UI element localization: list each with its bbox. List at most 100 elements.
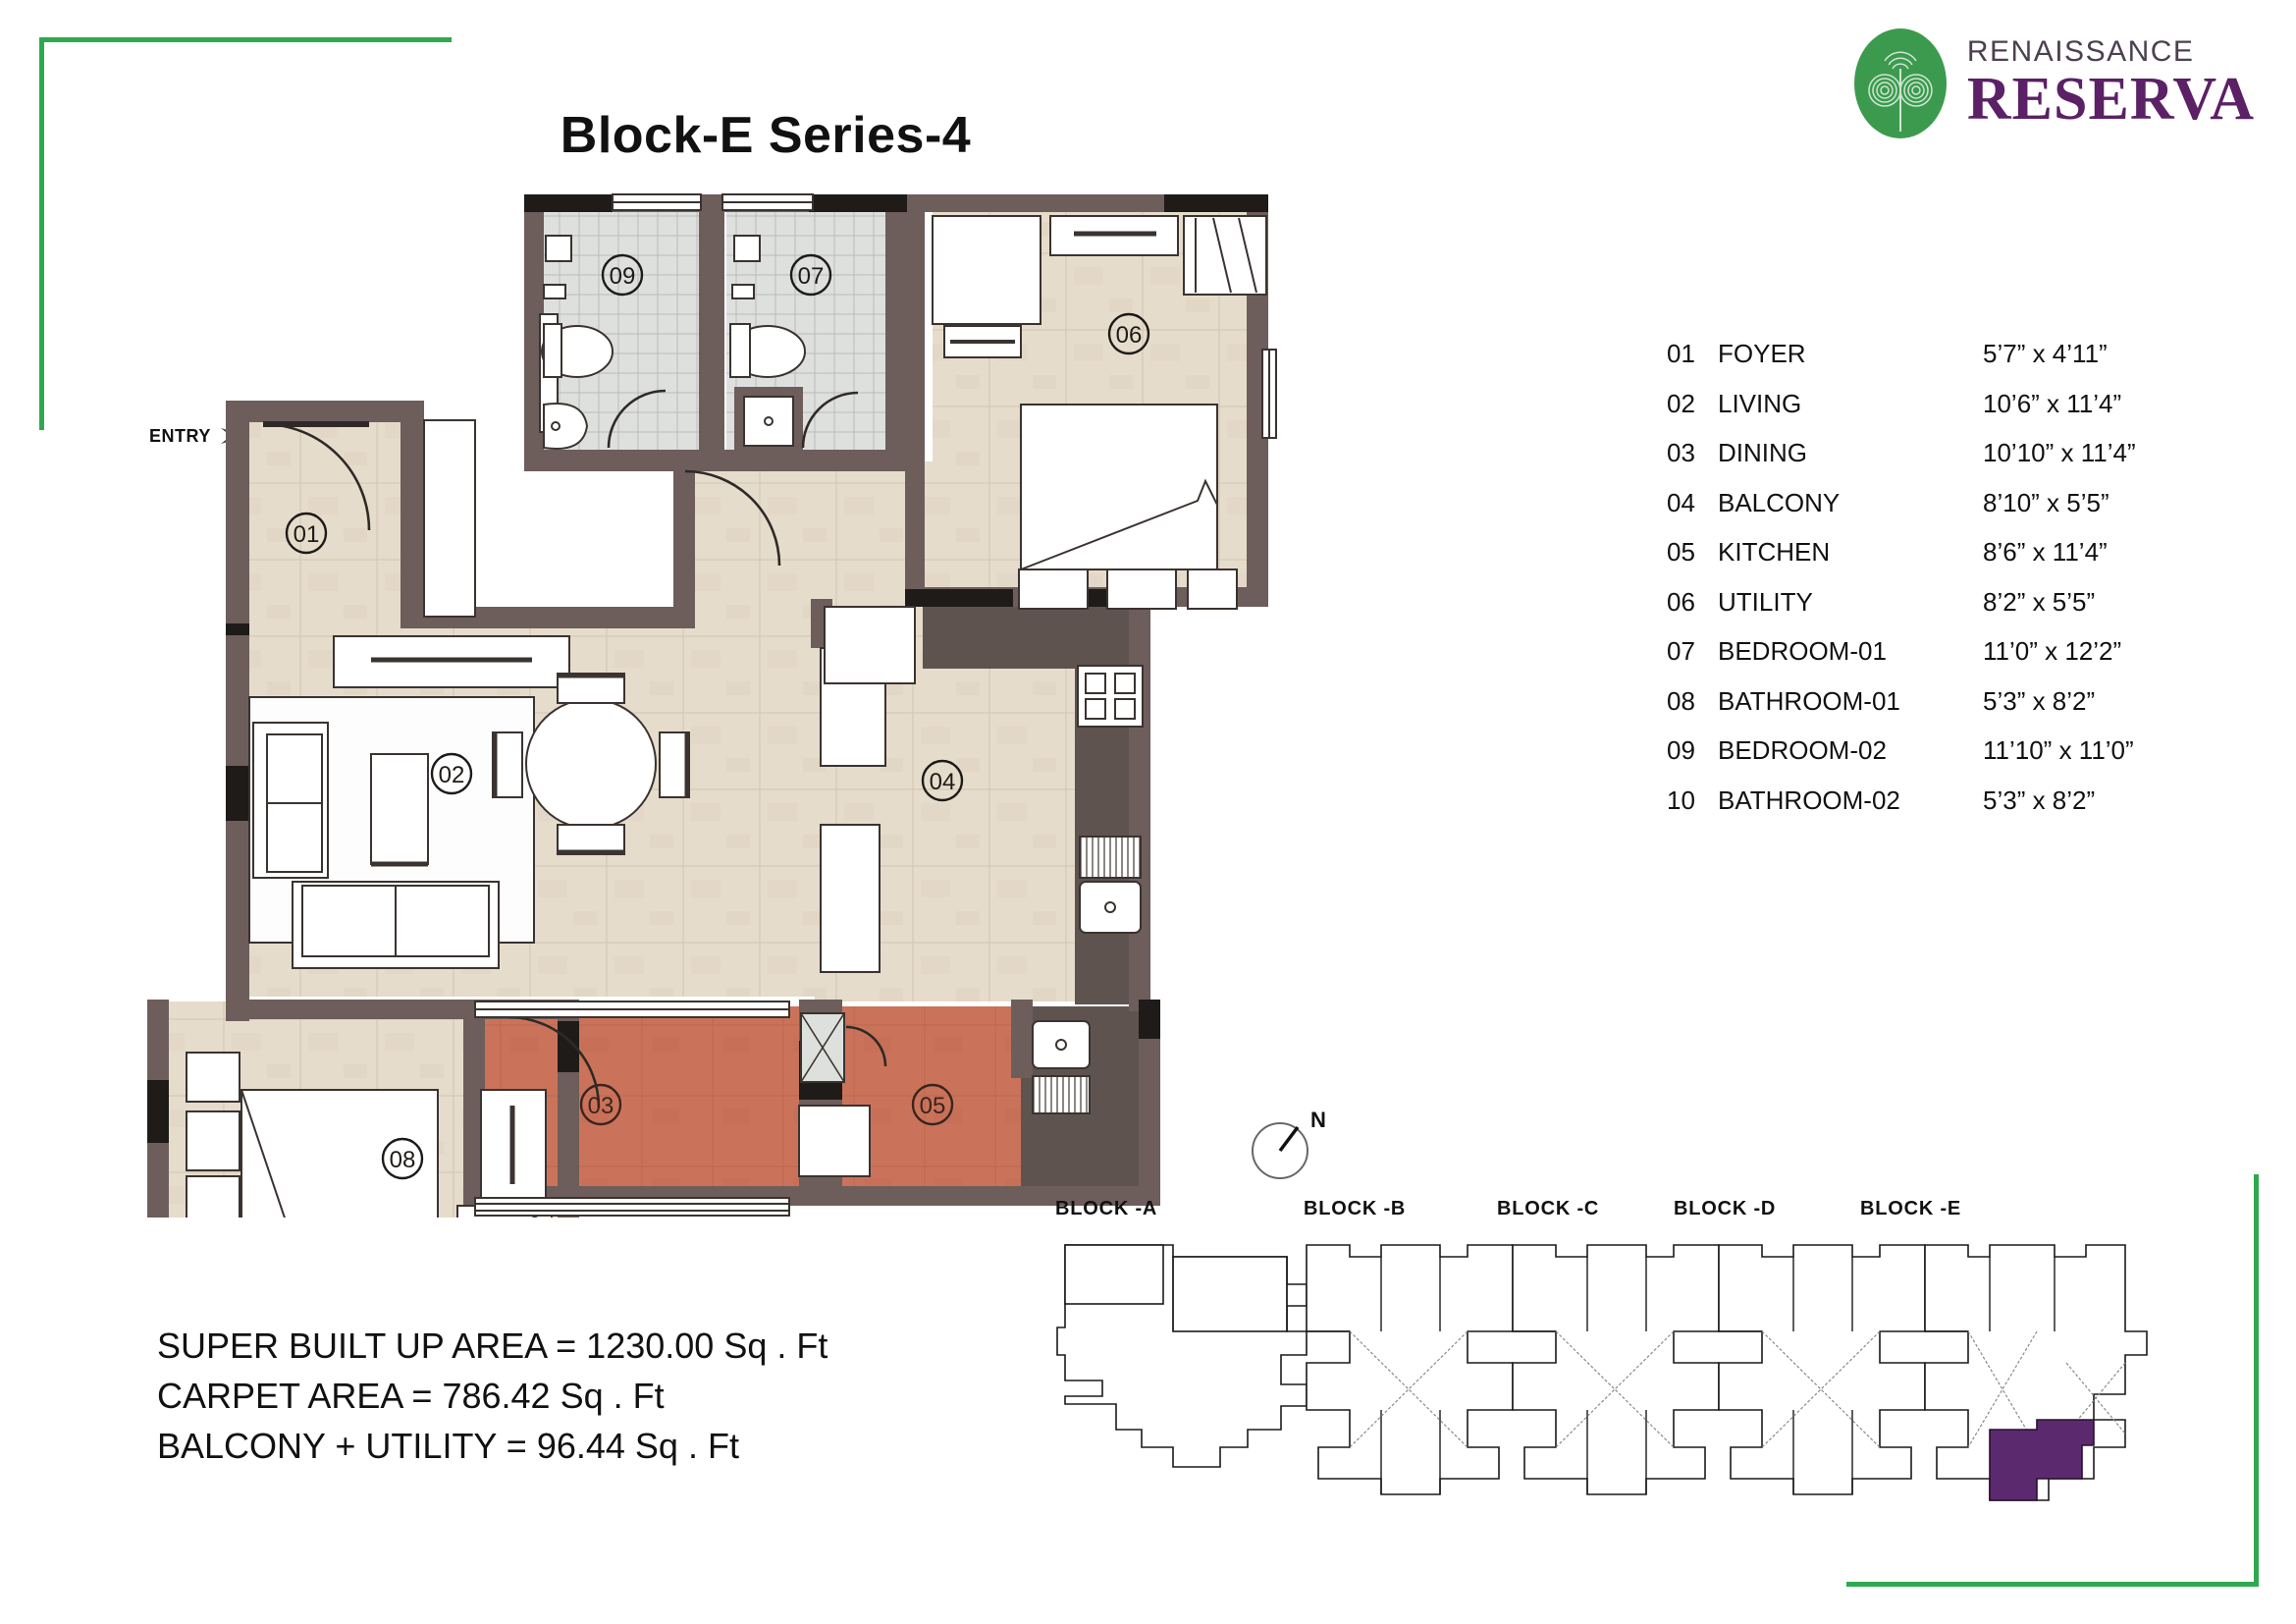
legend-row: 09 BEDROOM-02 11’10” x 11’0” [1667,735,2216,785]
legend-row: 03 DINING 10’10” x 11’4” [1667,438,2216,488]
brand-logo: RENAISSANCE RESERVA [1851,26,2255,141]
door-swings [262,389,887,1109]
sink-09 [543,403,589,450]
super-built-up-area: SUPER BUILT UP AREA = 1230.00 Sq . Ft [157,1326,828,1366]
legend-number: 10 [1667,785,1695,815]
legend-room-name: FOYER [1718,339,1806,368]
legend-room-name: KITCHEN [1718,537,1831,567]
brand-name-bottom: RESERVA [1966,66,2255,133]
legend-room-name: DINING [1718,438,1807,467]
north-arrow-icon: N [1252,1108,1326,1179]
balcony-utility-area: BALCONY + UTILITY = 96.44 Sq . Ft [157,1426,739,1467]
room-legend: 01 FOYER 5’7” x 4’11” 02 LIVING 10’6” x … [1667,339,2216,835]
legend-dimension: 5’3” x 8’2” [1983,785,2096,815]
area-summary: SUPER BUILT UP AREA = 1230.00 Sq . Ft CA… [157,1321,828,1471]
sink-kitchen [1079,881,1142,934]
room-marker-08: 08 [381,1137,424,1180]
room-marker-03: 03 [579,1083,622,1126]
room-marker-05: 05 [911,1083,954,1126]
wardrobe-06 [932,215,1041,325]
kitchen-fixtures [798,665,1144,1177]
block-label-a: BLOCK -A [1055,1198,1158,1219]
legend-row: 10 BATHROOM-02 5’3” x 8’2” [1667,785,2216,836]
legend-dimension: 5’7” x 4’11” [1983,339,2108,368]
room-marker-07: 07 [789,253,832,297]
north-label: N [1310,1108,1326,1132]
legend-room-name: BEDROOM-02 [1718,735,1887,765]
bracket-line-vertical [39,37,44,430]
entry-label: ENTRY [149,425,211,446]
room-marker-08-label: 08 [390,1147,416,1173]
floor-plan-drawing: 01 02 03 04 05 06 07 08 [147,177,1335,1218]
legend-number: 04 [1667,487,1695,517]
key-plan: BLOCK -A BLOCK -B BLOCK -C BLOCK -D BLOC… [1055,1196,2164,1510]
legend-row: 07 BEDROOM-01 11’0” x 12’2” [1667,636,2216,686]
legend-dimension: 10’6” x 11’4” [1983,388,2122,418]
legend-room-name: BATHROOM-02 [1718,785,1900,815]
bracket-line-vertical [2254,1174,2259,1587]
north-arrow: N [1249,1108,1333,1184]
legend-dimension: 5’3” x 8’2” [1983,685,2096,716]
room-marker-01-label: 01 [294,521,320,548]
legend-room-name: UTILITY [1718,586,1813,617]
furniture [186,215,1267,1218]
room-marker-02-label: 02 [439,762,465,788]
legend-number: 02 [1667,388,1695,418]
legend-dimension: 8’6” x 11’4” [1983,537,2108,567]
legend-room-name: BALCONY [1718,487,1841,517]
tree-logo-icon [1853,28,1947,138]
room-markers: 01 02 03 04 05 06 07 08 [285,253,1150,1180]
legend-number: 01 [1667,339,1695,368]
bathroom-fixtures [539,235,806,456]
room-marker-07-label: 07 [798,263,825,290]
room-marker-02: 02 [430,752,473,795]
legend-number: 03 [1667,438,1695,467]
block-label-e: BLOCK -E [1860,1198,1962,1219]
legend-row: 06 UTILITY 8’2” x 5’5” [1667,587,2216,637]
key-plan-block-labels: BLOCK -A BLOCK -B BLOCK -C BLOCK -D BLOC… [1055,1196,2164,1235]
legend-row: 02 LIVING 10’6” x 11’4” [1667,389,2216,439]
room-marker-09-label: 09 [610,263,636,290]
bracket-line-horizontal [1846,1582,2259,1587]
corner-bracket-bottom-right [1846,1174,2259,1587]
room-marker-09: 09 [601,253,644,297]
windows [474,193,1277,1217]
legend-room-name: LIVING [1718,388,1802,418]
legend-dimension: 11’0” x 12’2” [1983,636,2122,666]
legend-number: 07 [1667,636,1695,666]
legend-dimension: 10’10” x 11’4” [1983,438,2136,467]
legend-dimension: 11’10” x 11’0” [1983,735,2134,765]
room-marker-05-label: 05 [920,1093,946,1119]
room-marker-04: 04 [921,759,964,802]
room-marker-06: 06 [1107,312,1150,355]
key-plan-outline [1056,1244,2148,1501]
highlighted-unit [1989,1419,2095,1501]
legend-number: 09 [1667,735,1695,765]
legend-number: 05 [1667,537,1695,567]
block-label-d: BLOCK -D [1674,1198,1777,1219]
cooktop [1077,665,1144,728]
page-title: Block-E Series-4 [560,107,972,164]
corner-bracket-top-left [39,37,452,430]
legend-room-name: BATHROOM-01 [1718,685,1900,716]
dining-table [525,698,657,830]
room-marker-03-label: 03 [588,1093,614,1119]
room-marker-01: 01 [285,512,328,555]
carpet-area: CARPET AREA = 786.42 Sq . Ft [157,1376,665,1417]
room-marker-04-label: 04 [930,769,956,795]
sink-utility [1032,1020,1091,1069]
legend-dimension: 8’10” x 5’5” [1983,487,2109,517]
room-marker-06-label: 06 [1116,322,1143,349]
legend-row: 01 FOYER 5’7” x 4’11” [1667,339,2216,389]
legend-row: 08 BATHROOM-01 5’3” x 8’2” [1667,686,2216,736]
block-label-c: BLOCK -C [1497,1198,1600,1219]
legend-row: 05 KITCHEN 8’6” x 11’4” [1667,537,2216,587]
brand-name-top: RENAISSANCE [1966,35,2195,68]
bracket-line-horizontal [39,37,452,42]
legend-dimension: 8’2” x 5’5” [1983,586,2096,617]
legend-room-name: BEDROOM-01 [1718,636,1887,666]
legend-row: 04 BALCONY 8’10” x 5’5” [1667,488,2216,538]
legend-number: 06 [1667,586,1695,617]
legend-number: 08 [1667,685,1695,716]
block-label-b: BLOCK -B [1304,1198,1407,1219]
